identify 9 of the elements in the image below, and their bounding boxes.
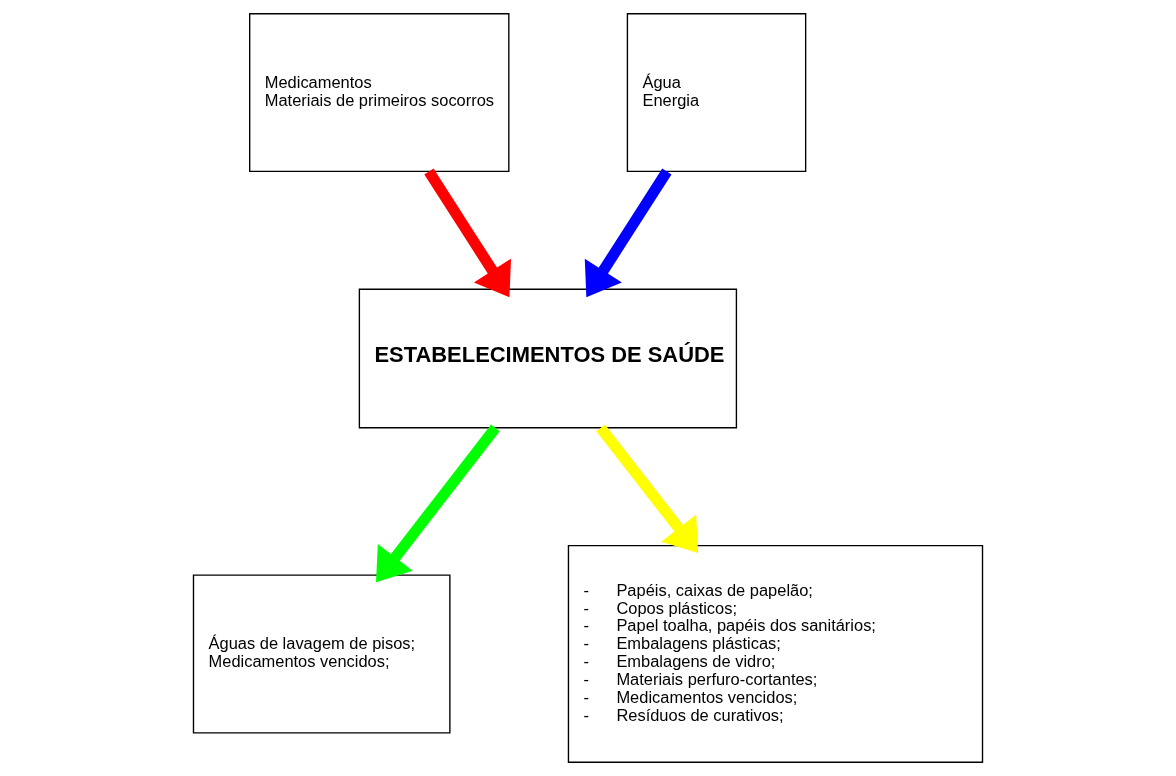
node-box: - Papéis, caixas de papelão; - Copos plásticos; - Papel toalha, papéis dos sanitários; - Embalagens plásticas; - Embalagens de vidro; - Materiais perfuro-cortantes; - Medicamentos vencidos; - Resíduos de curativos; bbox=[567, 545, 984, 763]
node-box: Água Energia bbox=[626, 13, 807, 173]
node-box: Águas de lavagem de pisos; Medicamentos vencidos; bbox=[192, 574, 451, 734]
arrow bbox=[596, 424, 699, 554]
node-box: Medicamentos Materiais de primeiros socorros bbox=[249, 13, 510, 173]
arrow bbox=[424, 168, 512, 298]
arrow bbox=[584, 168, 672, 298]
arrow bbox=[376, 424, 500, 583]
node-box: ESTABELECIMENTOS DE SAÚDE bbox=[358, 288, 738, 429]
